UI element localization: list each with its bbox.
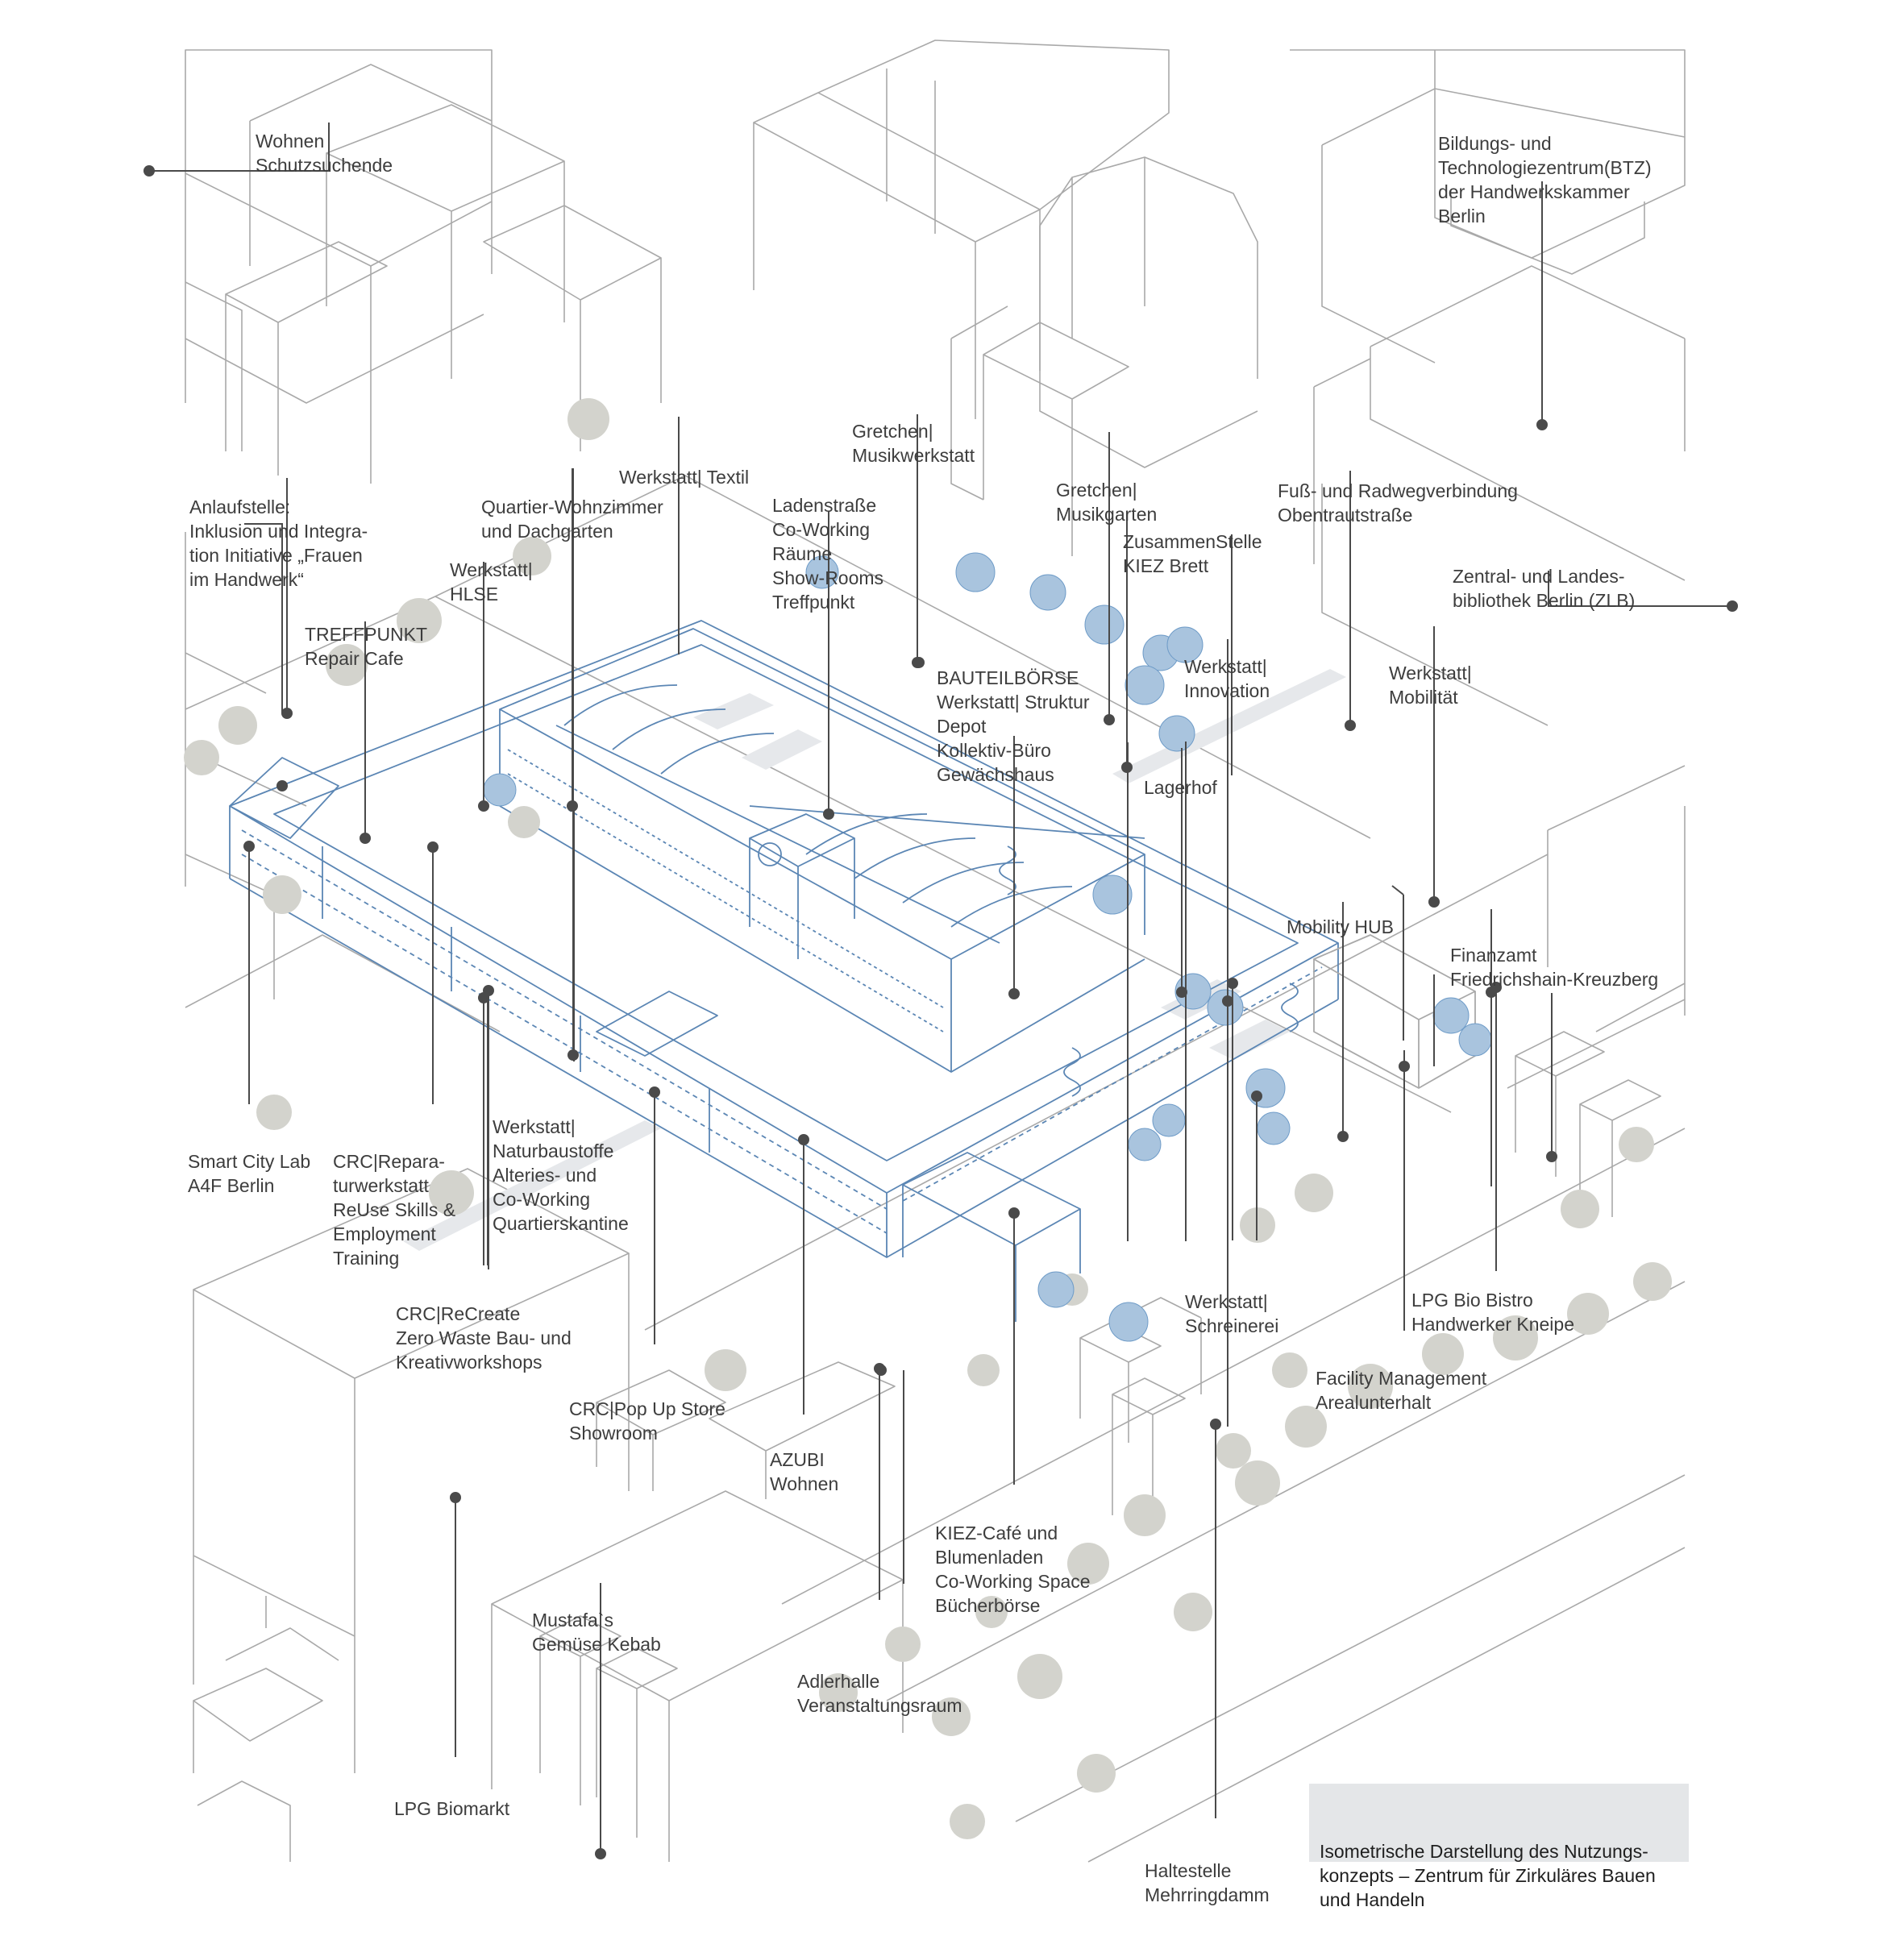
trees [184, 398, 1672, 1839]
paving-strips [403, 669, 1346, 1251]
label-mobility-hub: Mobility HUB [1287, 916, 1394, 937]
caption-text: Isometrische Darstellung des Nutzungs-ko… [1320, 1841, 1656, 1910]
label-gretchen-musikgarten: Gretchen|Musikgarten [1056, 480, 1158, 525]
leader-dots [143, 165, 1738, 1859]
leader-lines [148, 123, 1732, 1854]
label-zlb: Zentral- und Landes-bibliothek Berlin (Z… [1453, 566, 1636, 611]
label-werkstatt-textil: Werkstatt| Textil [619, 467, 750, 488]
context-buildings [185, 39, 1686, 1863]
label-lagerhof: Lagerhof [1144, 777, 1217, 798]
label-gretchen-musikwerkstatt: Gretchen|Musikwerkstatt [852, 421, 975, 466]
label-werkstatt-schreinerei: Werkstatt|Schreinerei [1185, 1291, 1279, 1336]
label-werkstatt-mobilitaet: Werkstatt|Mobilität [1389, 663, 1472, 708]
caption-box [1309, 1784, 1689, 1862]
label-anlaufstelle: Anlaufstelle:Inklusion und Integra-tion … [189, 496, 368, 590]
label-werkstatt-innovation: Werkstatt|Innovation [1184, 656, 1270, 701]
label-lpg-biomarkt: LPG Biomarkt [394, 1798, 510, 1819]
label-werkstatt-hlse: Werkstatt|HLSE [450, 559, 533, 604]
